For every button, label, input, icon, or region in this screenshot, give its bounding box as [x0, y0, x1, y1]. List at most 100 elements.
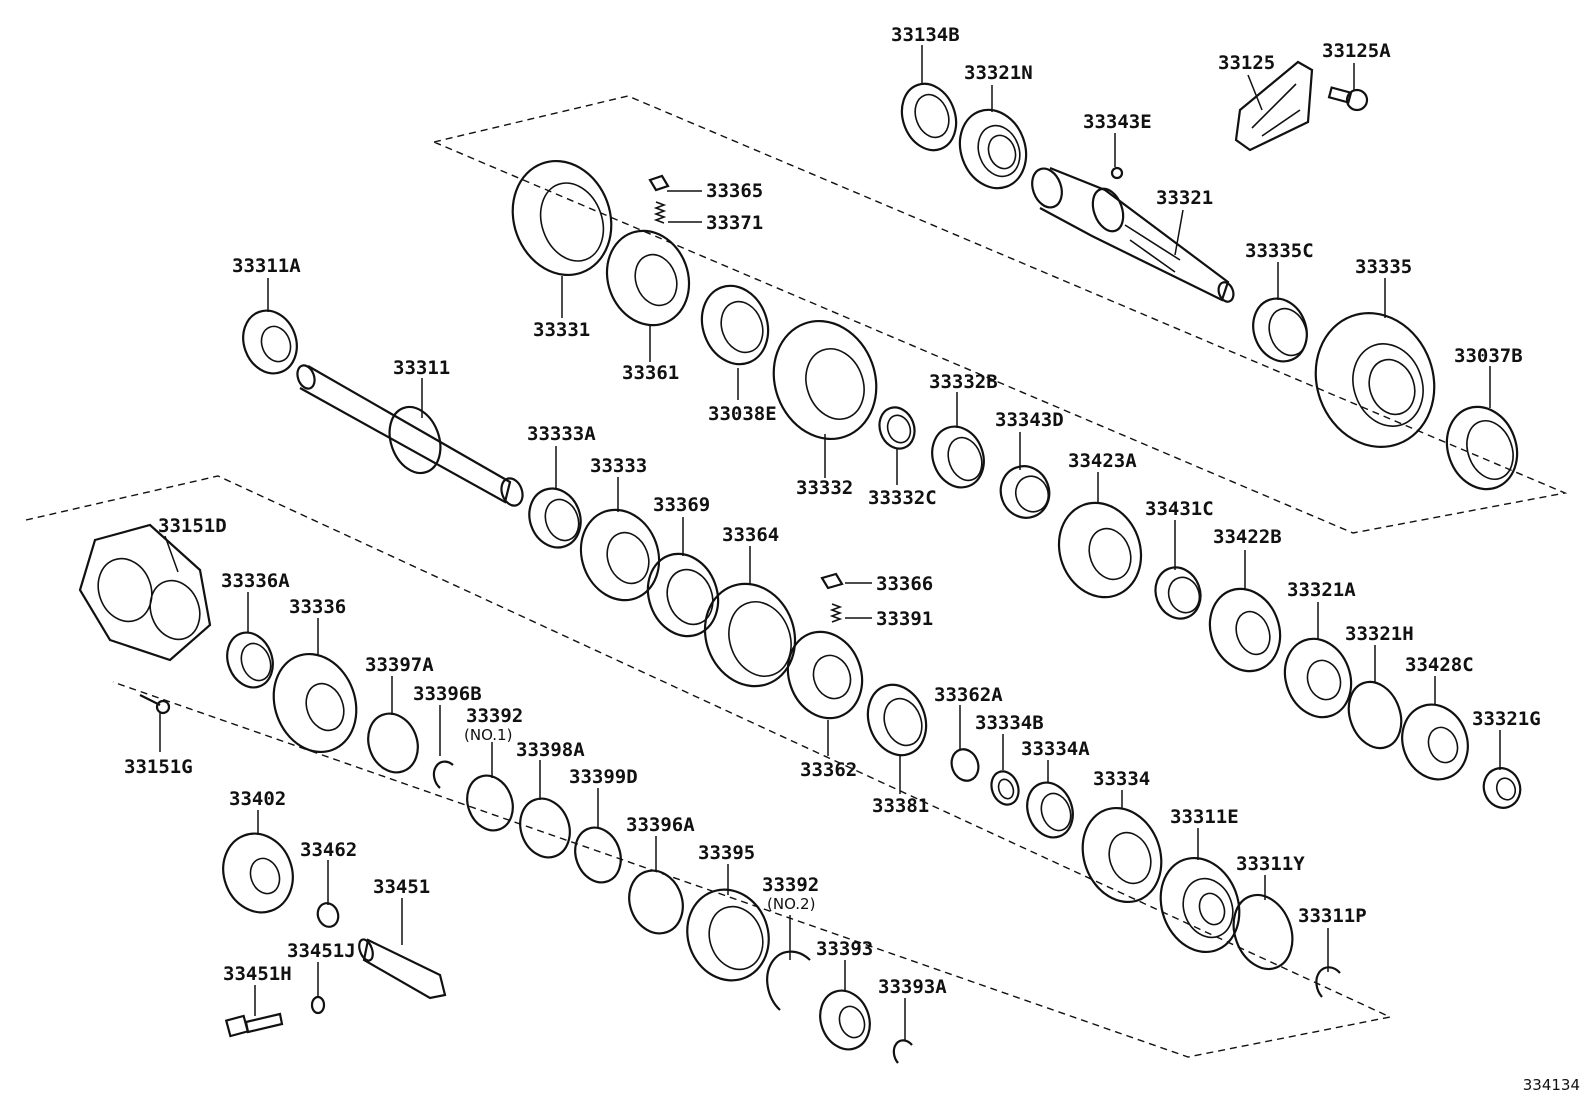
part-33321G-nut — [1482, 767, 1522, 809]
label-33333: 33333 — [590, 455, 647, 477]
part-33343D-collar — [999, 465, 1051, 519]
label-33151G: 33151G — [124, 756, 193, 778]
part-33321-input-shaft — [1031, 166, 1235, 303]
part-33362A-snap-ring — [950, 748, 980, 782]
part-33396A-synchronizer-ring — [628, 869, 684, 935]
label-33321A: 33321A — [1287, 579, 1356, 601]
label-33392-no2-sub: (NO.2) — [767, 895, 815, 913]
label-33335C: 33335C — [1245, 240, 1314, 262]
label-33399D: 33399D — [569, 766, 638, 788]
label-33369: 33369 — [653, 494, 710, 516]
label-33381: 33381 — [872, 795, 929, 817]
label-33431C: 33431C — [1145, 498, 1214, 520]
figure-number: 334134 — [1523, 1076, 1580, 1094]
part-33335-gear — [1314, 311, 1436, 449]
label-33311P: 33311P — [1298, 905, 1367, 927]
label-33395: 33395 — [698, 842, 755, 864]
part-33428C-gear — [1401, 703, 1469, 781]
label-33451H: 33451H — [223, 963, 292, 985]
label-33364: 33364 — [722, 524, 779, 546]
label-33321H: 33321H — [1345, 623, 1414, 645]
label-33423A: 33423A — [1068, 450, 1137, 472]
part-33321A-bearing — [1283, 637, 1353, 719]
part-33125A-bolt — [1327, 86, 1369, 112]
part-33332B-needle-bearing — [931, 425, 985, 489]
part-33369-synchronizer-ring — [646, 552, 720, 638]
label-33311E: 33311E — [1170, 806, 1239, 828]
part-33332-gear — [772, 319, 878, 441]
label-33371: 33371 — [706, 212, 763, 234]
label-33311Y: 33311Y — [1236, 853, 1305, 875]
label-33396A: 33396A — [626, 814, 695, 836]
label-33331: 33331 — [533, 319, 590, 341]
label-33038E: 33038E — [708, 403, 777, 425]
label-33398A: 33398A — [516, 739, 585, 761]
label-33392-no1: 33392 — [466, 705, 523, 727]
part-33151G-bolt — [139, 694, 171, 715]
part-33333A-needle-bearing — [528, 487, 582, 549]
label-33391: 33391 — [876, 608, 933, 630]
label-33343D: 33343D — [995, 409, 1064, 431]
part-33399D-synchronizer-ring — [574, 826, 622, 884]
label-33362A: 33362A — [934, 684, 1003, 706]
part-33334-gear — [1081, 806, 1163, 904]
part-33398A-synchronizer-ring — [519, 797, 571, 859]
label-33336: 33336 — [289, 596, 346, 618]
part-33321H-washer — [1347, 680, 1403, 750]
label-33422B: 33422B — [1213, 526, 1282, 548]
label-33335: 33335 — [1355, 256, 1412, 278]
label-33392-no2: 33392 — [762, 874, 819, 896]
part-33431C-collar — [1154, 566, 1202, 620]
part-33366-key — [820, 572, 844, 590]
label-33037B: 33037B — [1454, 345, 1523, 367]
label-33366: 33366 — [876, 573, 933, 595]
part-33037B-synchronizer-ring — [1445, 405, 1519, 491]
label-33361: 33361 — [622, 362, 679, 384]
part-33396B-snap-ring — [432, 760, 454, 789]
part-33336A-needle-bearing — [226, 631, 274, 689]
part-33451-shaft — [358, 938, 447, 1000]
part-33381-ring — [866, 683, 928, 757]
part-33038E-synchronizer-ring — [700, 284, 770, 366]
part-33311E-bearing — [1159, 856, 1241, 954]
label-33392-no1-sub: (NO.1) — [464, 726, 512, 744]
label-33397A: 33397A — [365, 654, 434, 676]
label-33365: 33365 — [706, 180, 763, 202]
part-33451H-bolt — [224, 1012, 284, 1038]
part-33134B-seal — [900, 82, 958, 152]
part-33364-sleeve — [703, 582, 797, 688]
part-33332C-ring — [878, 406, 916, 450]
part-33392-no2-snap-ring — [766, 950, 811, 1011]
label-33332C: 33332C — [868, 487, 937, 509]
label-33125: 33125 — [1218, 52, 1275, 74]
part-33371-spring — [653, 201, 667, 224]
label-33151D: 33151D — [158, 515, 227, 537]
label-33311: 33311 — [393, 357, 450, 379]
part-33423A-gear — [1057, 501, 1143, 599]
group-outlines — [25, 95, 1568, 1058]
label-33451: 33451 — [373, 876, 430, 898]
label-33334B: 33334B — [975, 712, 1044, 734]
label-33396B: 33396B — [413, 683, 482, 705]
part-33395-sleeve — [686, 888, 770, 982]
label-33334: 33334 — [1093, 768, 1150, 790]
part-33333-gear — [579, 508, 661, 602]
part-33393-hub — [819, 989, 871, 1051]
part-33343E-ball — [1110, 166, 1124, 180]
part-33391-spring — [829, 603, 843, 623]
label-33362: 33362 — [800, 759, 857, 781]
label-33428C: 33428C — [1405, 654, 1474, 676]
label-33321N: 33321N — [964, 62, 1033, 84]
part-33311-output-shaft — [296, 364, 524, 507]
part-33365-key — [648, 174, 670, 192]
part-33393A-snap-ring — [892, 1039, 913, 1064]
part-33422B-gear — [1208, 587, 1282, 673]
label-33336A: 33336A — [221, 570, 290, 592]
part-33392-no1-snap-ring — [466, 774, 514, 832]
part-33362-hub — [786, 630, 864, 720]
part-33331-gear — [511, 159, 613, 277]
label-33333A: 33333A — [527, 423, 596, 445]
part-labels: 33134B 33321N 33125 33125A 33343E 33365 … — [124, 24, 1541, 998]
label-33332: 33332 — [796, 477, 853, 499]
